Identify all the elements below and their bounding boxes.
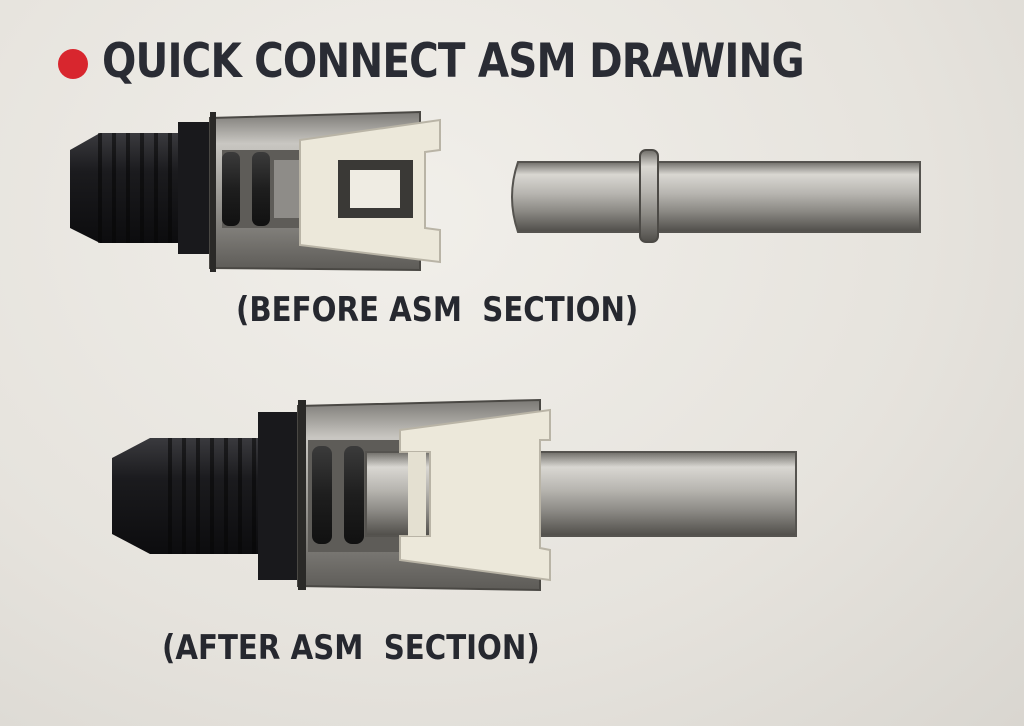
housing-edge-before	[210, 112, 216, 272]
before-caption: (BEFORE ASM SECTION)	[236, 290, 639, 330]
before-assembly-tube	[511, 149, 921, 243]
page-title: QUICK CONNECT ASM DRAWING	[102, 33, 805, 89]
o-ring-2-after	[344, 446, 364, 544]
housing-edge-after	[298, 400, 306, 590]
tube-bead-before	[639, 149, 659, 243]
after-caption: (AFTER ASM SECTION)	[162, 628, 540, 668]
title-row: QUICK CONNECT ASM DRAWING	[58, 26, 918, 96]
o-ring-1-after	[312, 446, 332, 544]
o-ring-1-before	[222, 152, 240, 226]
thread-detail-after	[168, 438, 260, 554]
hex-nut-after	[258, 412, 298, 580]
tube-before	[511, 161, 921, 233]
retainer-leg-before	[350, 170, 400, 208]
plastic-retainer-after	[399, 408, 551, 582]
hex-nut-before	[178, 122, 210, 254]
thread-detail-before	[96, 133, 176, 243]
red-circle-bullet-icon	[58, 49, 88, 79]
retainer-tab-after	[408, 452, 426, 536]
before-assembly-connector	[70, 110, 441, 272]
after-assembly-connector	[112, 398, 797, 592]
o-ring-2-before	[252, 152, 270, 226]
